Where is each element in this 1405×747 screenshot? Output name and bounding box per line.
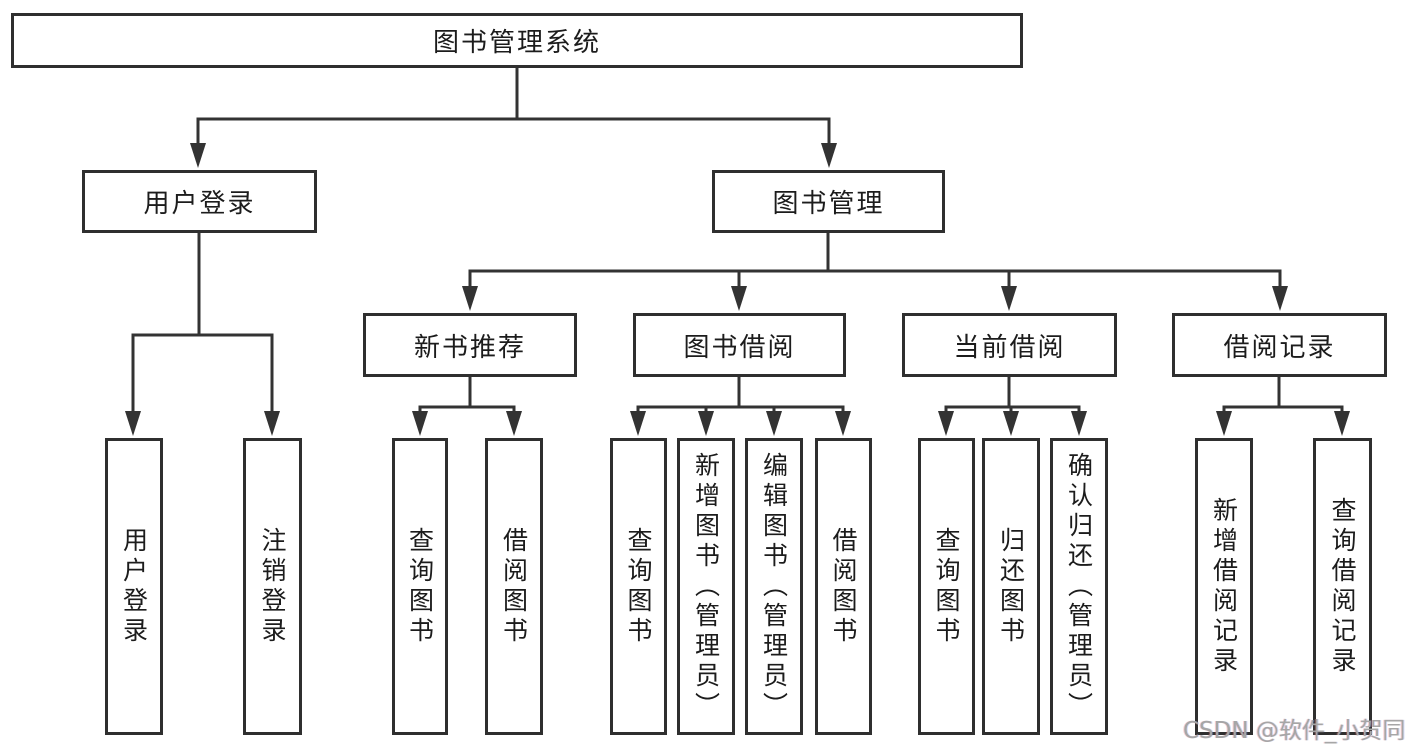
leaf-return-books: 归还图书: [982, 438, 1040, 735]
leaf-user-login: 用户登录: [105, 438, 163, 735]
node-new-book-recommend: 新书推荐: [363, 313, 577, 377]
node-book-management: 图书管理: [712, 170, 945, 233]
leaf-borrow-books-1: 借阅图书: [485, 438, 543, 735]
connector-book-mgmt-to-level3: [468, 233, 1282, 287]
arrowheads-borrowing-children: [630, 411, 851, 436]
leaf-borrow-books-2: 借阅图书: [815, 438, 872, 735]
connector-new-books-children: [418, 377, 516, 412]
arrowheads-current-borrow-children: [938, 411, 1087, 436]
leaf-logout: 注销登录: [243, 438, 302, 735]
leaf-query-books-1: 查询图书: [392, 438, 448, 735]
leaf-add-borrow-record: 新增借阅记录: [1195, 438, 1253, 735]
watermark: CSDN @软件_小贺同学: [1183, 718, 1405, 744]
leaf-confirm-return-admin: 确认归还（管理员）: [1050, 438, 1108, 735]
leaf-query-borrow-record: 查询借阅记录: [1313, 438, 1372, 735]
leaf-query-books-3: 查询图书: [918, 438, 975, 735]
node-root-library-system: 图书管理系统: [11, 13, 1023, 68]
connector-current-borrow-children: [944, 377, 1081, 412]
leaf-add-books-admin: 新增图书（管理员）: [677, 438, 735, 735]
connector-borrow-records-children: [1222, 377, 1344, 412]
connector-root-to-level2: [196, 68, 831, 146]
arrowheads-level3: [462, 286, 1288, 311]
arrowheads-level2: [190, 143, 837, 168]
connector-user-login-children: [131, 233, 274, 412]
leaf-edit-books-admin: 编辑图书（管理员）: [745, 438, 803, 735]
connector-borrowing-children: [636, 377, 845, 412]
arrowheads-borrow-records-children: [1216, 411, 1350, 436]
node-current-borrowing: 当前借阅: [902, 313, 1117, 377]
leaf-query-books-2: 查询图书: [610, 438, 667, 735]
arrowheads-new-books-children: [412, 411, 522, 436]
node-user-login: 用户登录: [82, 170, 317, 233]
node-borrowing-records: 借阅记录: [1172, 313, 1387, 377]
node-book-borrowing: 图书借阅: [633, 313, 846, 377]
arrowheads-user-login-children: [125, 411, 280, 436]
